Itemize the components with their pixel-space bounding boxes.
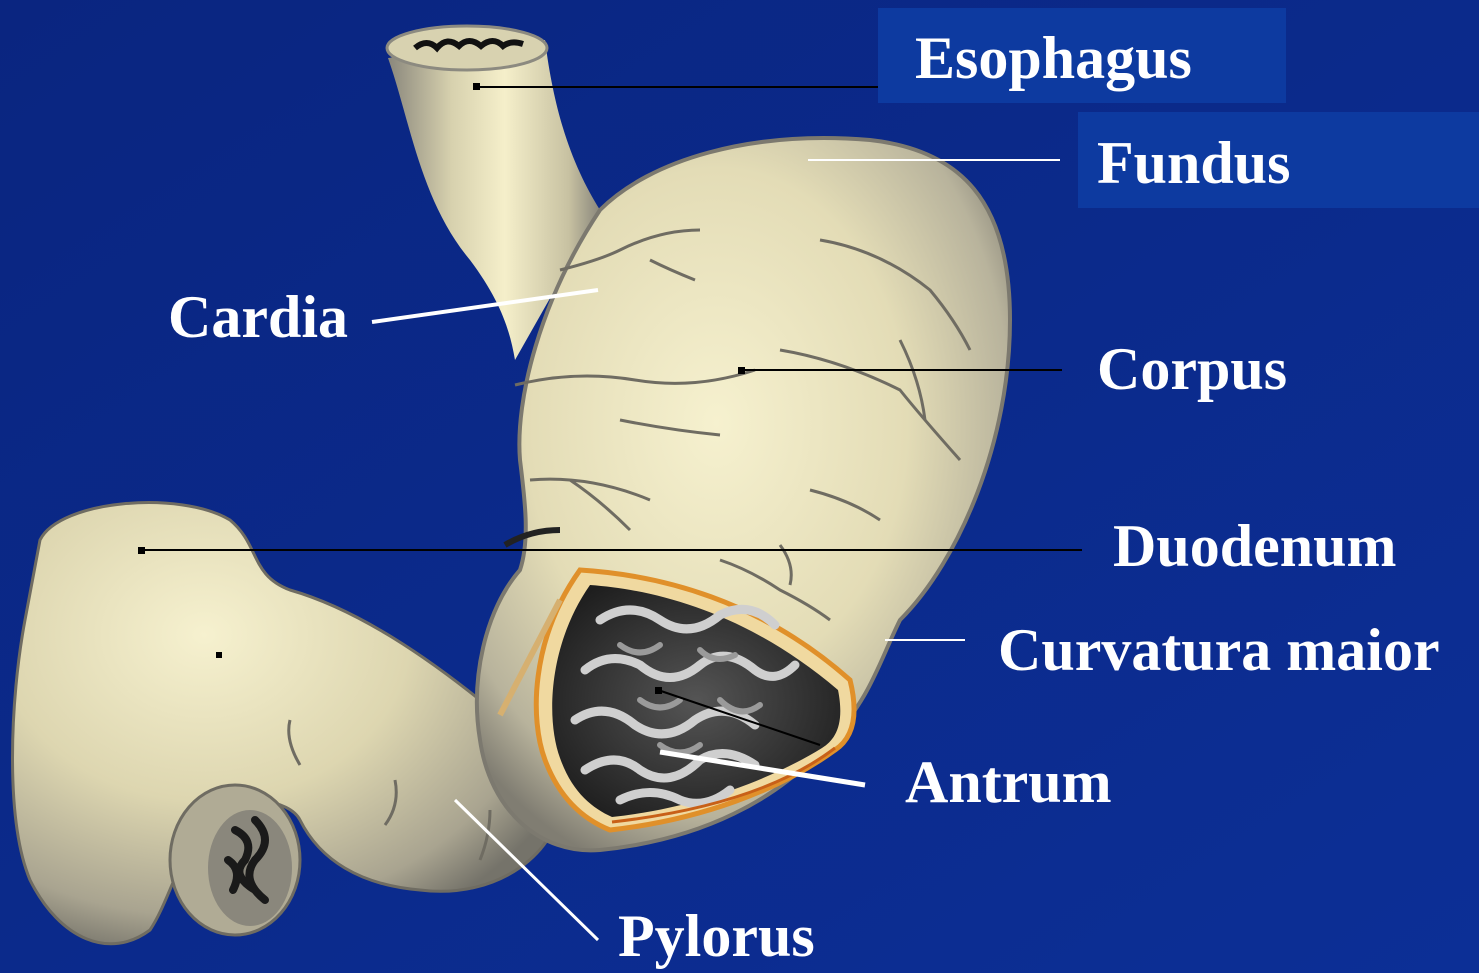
corpus-pointer-dot [738, 367, 745, 374]
pylorus-label: Pylorus [618, 906, 815, 966]
fundus-label: Fundus [1097, 133, 1290, 193]
esophagus-pointer-dot [473, 83, 480, 90]
cardia-label: Cardia [168, 287, 348, 347]
duodenum-label: Duodenum [1113, 516, 1396, 576]
duodenum-marker-dot [216, 652, 222, 658]
antrum-pointer-dot [655, 687, 662, 694]
corpus-label: Corpus [1097, 339, 1287, 399]
esophagus-label: Esophagus [915, 28, 1192, 88]
antrum-label: Antrum [905, 752, 1112, 812]
duodenum-pointer-dot [138, 547, 145, 554]
curvatura-maior-label: Curvatura maior [998, 620, 1440, 680]
